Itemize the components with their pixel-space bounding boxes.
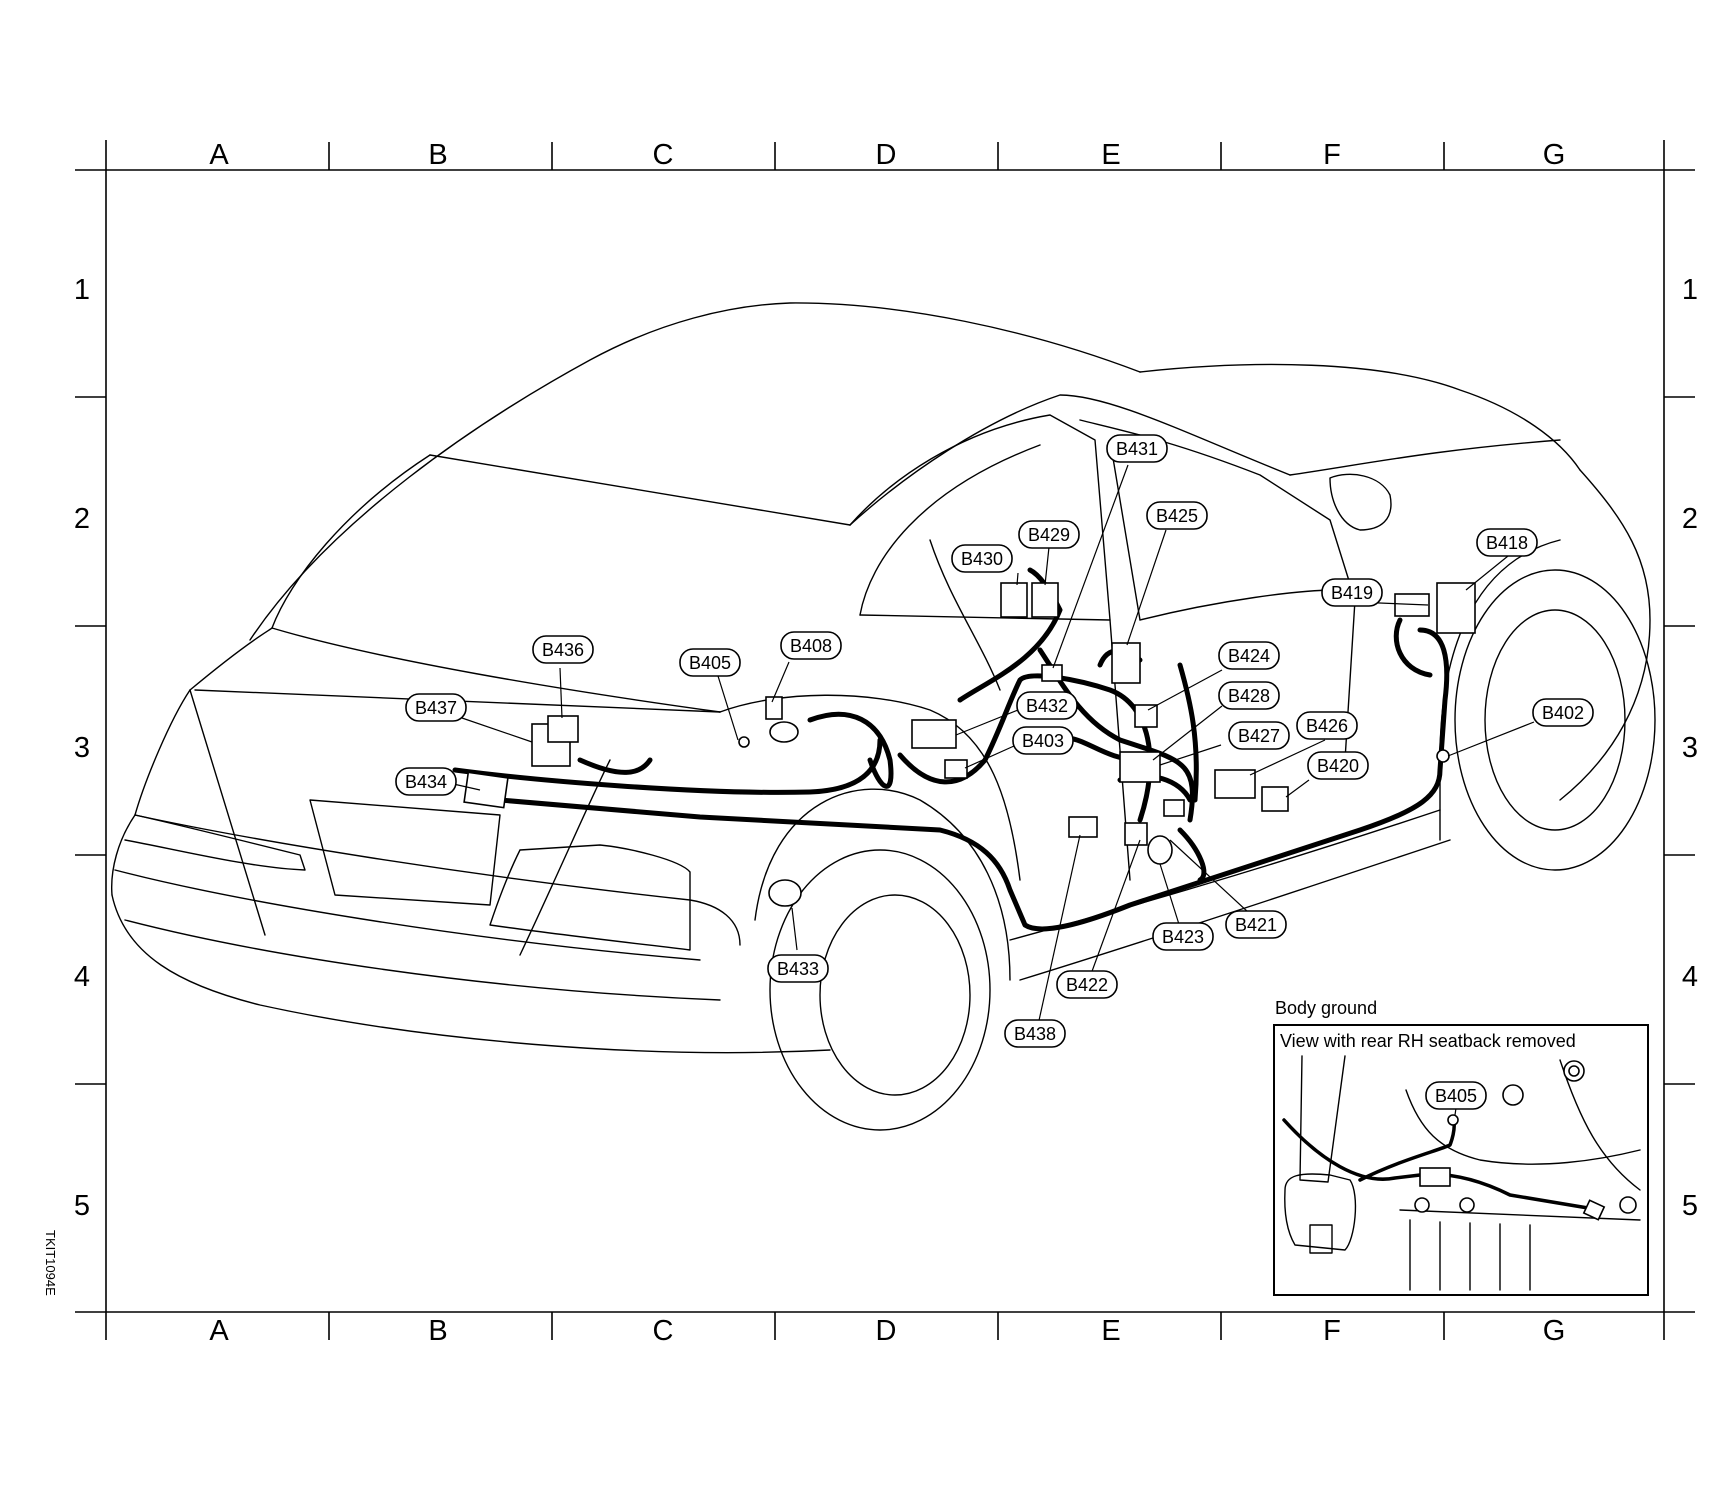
svg-text:B429: B429 — [1028, 525, 1070, 545]
label-B430: B430 — [951, 544, 1013, 573]
svg-text:B426: B426 — [1306, 716, 1348, 736]
svg-text:B408: B408 — [790, 636, 832, 656]
label-B427: B427 — [1228, 721, 1290, 750]
row-label: 4 — [74, 961, 90, 993]
svg-text:B434: B434 — [405, 772, 447, 792]
row-label: 5 — [74, 1190, 90, 1222]
col-label: A — [209, 139, 229, 171]
label-B428: B428 — [1218, 681, 1280, 710]
inset-heading: Body ground — [1275, 998, 1377, 1018]
svg-text:B431: B431 — [1116, 439, 1158, 459]
svg-text:B418: B418 — [1486, 533, 1528, 553]
row-label: 2 — [74, 503, 90, 535]
label-B423: B423 — [1152, 922, 1214, 951]
label-B433: B433 — [767, 954, 829, 983]
label-B431: B431 — [1106, 434, 1168, 463]
col-label: G — [1543, 139, 1566, 171]
connector-labels: B436 B437 B434 B405 B408 B433 B430 B429 — [395, 434, 1594, 1048]
label-B429: B429 — [1018, 520, 1080, 549]
svg-text:B428: B428 — [1228, 686, 1270, 706]
connector-bodies — [463, 582, 1476, 907]
label-B419: B419 — [1321, 578, 1383, 607]
col-label: F — [1323, 1315, 1341, 1347]
svg-text:B438: B438 — [1014, 1024, 1056, 1044]
svg-text:B403: B403 — [1022, 731, 1064, 751]
col-label: C — [653, 1315, 674, 1347]
svg-text:B437: B437 — [415, 698, 457, 718]
svg-text:B430: B430 — [961, 549, 1003, 569]
label-B402: B402 — [1532, 698, 1594, 727]
label-B432: B432 — [1016, 691, 1078, 720]
label-B425: B425 — [1146, 501, 1208, 530]
col-label: B — [428, 1315, 447, 1347]
row-labels-left: 1 2 3 4 5 — [74, 274, 90, 1222]
svg-text:B427: B427 — [1238, 726, 1280, 746]
svg-text:B402: B402 — [1542, 703, 1584, 723]
label-B434: B434 — [395, 767, 457, 796]
car-body-outline — [110, 302, 1656, 1131]
svg-text:B432: B432 — [1026, 696, 1068, 716]
label-B422: B422 — [1056, 970, 1118, 999]
label-B405: B405 — [679, 648, 741, 677]
row-label: 3 — [1682, 732, 1698, 764]
body-ground-inset: Body ground View with rear RH seatback r… — [1273, 998, 1649, 1296]
row-label: 1 — [1682, 274, 1698, 306]
label-B426: B426 — [1296, 711, 1358, 740]
row-label: 5 — [1682, 1190, 1698, 1222]
row-label: 1 — [74, 274, 90, 306]
svg-text:B425: B425 — [1156, 506, 1198, 526]
col-label: D — [876, 1315, 897, 1347]
label-B436: B436 — [532, 635, 594, 664]
inset-connector-label: B405 — [1435, 1086, 1477, 1106]
svg-text:B405: B405 — [689, 653, 731, 673]
col-label: E — [1101, 139, 1120, 171]
col-label: G — [1543, 1315, 1566, 1347]
label-B420: B420 — [1307, 751, 1369, 780]
col-label: F — [1323, 139, 1341, 171]
label-B418: B418 — [1476, 528, 1538, 557]
svg-text:B433: B433 — [777, 959, 819, 979]
row-labels-right: 1 2 3 4 5 — [1682, 274, 1698, 1222]
column-labels-bottom: A B C D E F G — [209, 1315, 1565, 1347]
svg-text:B420: B420 — [1317, 756, 1359, 776]
inset-caption: View with rear RH seatback removed — [1280, 1031, 1576, 1051]
wire-harness — [452, 567, 1450, 932]
label-B421: B421 — [1225, 910, 1287, 939]
label-B424: B424 — [1218, 641, 1280, 670]
column-labels-top: A B C D E F G — [209, 139, 1565, 171]
svg-text:B419: B419 — [1331, 583, 1373, 603]
label-B438: B438 — [1004, 1019, 1066, 1048]
svg-text:B423: B423 — [1162, 927, 1204, 947]
col-label: A — [209, 1315, 229, 1347]
label-B437: B437 — [405, 693, 467, 722]
row-label: 4 — [1682, 961, 1698, 993]
label-B403: B403 — [1012, 726, 1074, 755]
col-label: E — [1101, 1315, 1120, 1347]
svg-text:B422: B422 — [1066, 975, 1108, 995]
col-label: C — [653, 139, 674, 171]
col-label: B — [428, 139, 447, 171]
document-code: TKIT1094E — [43, 1230, 58, 1296]
label-B408: B408 — [780, 631, 842, 660]
svg-text:B424: B424 — [1228, 646, 1270, 666]
grid-frame — [75, 140, 1695, 1340]
svg-text:B436: B436 — [542, 640, 584, 660]
leader-lines — [448, 464, 1535, 1035]
row-label: 3 — [74, 732, 90, 764]
svg-text:B421: B421 — [1235, 915, 1277, 935]
row-label: 2 — [1682, 503, 1698, 535]
col-label: D — [876, 139, 897, 171]
